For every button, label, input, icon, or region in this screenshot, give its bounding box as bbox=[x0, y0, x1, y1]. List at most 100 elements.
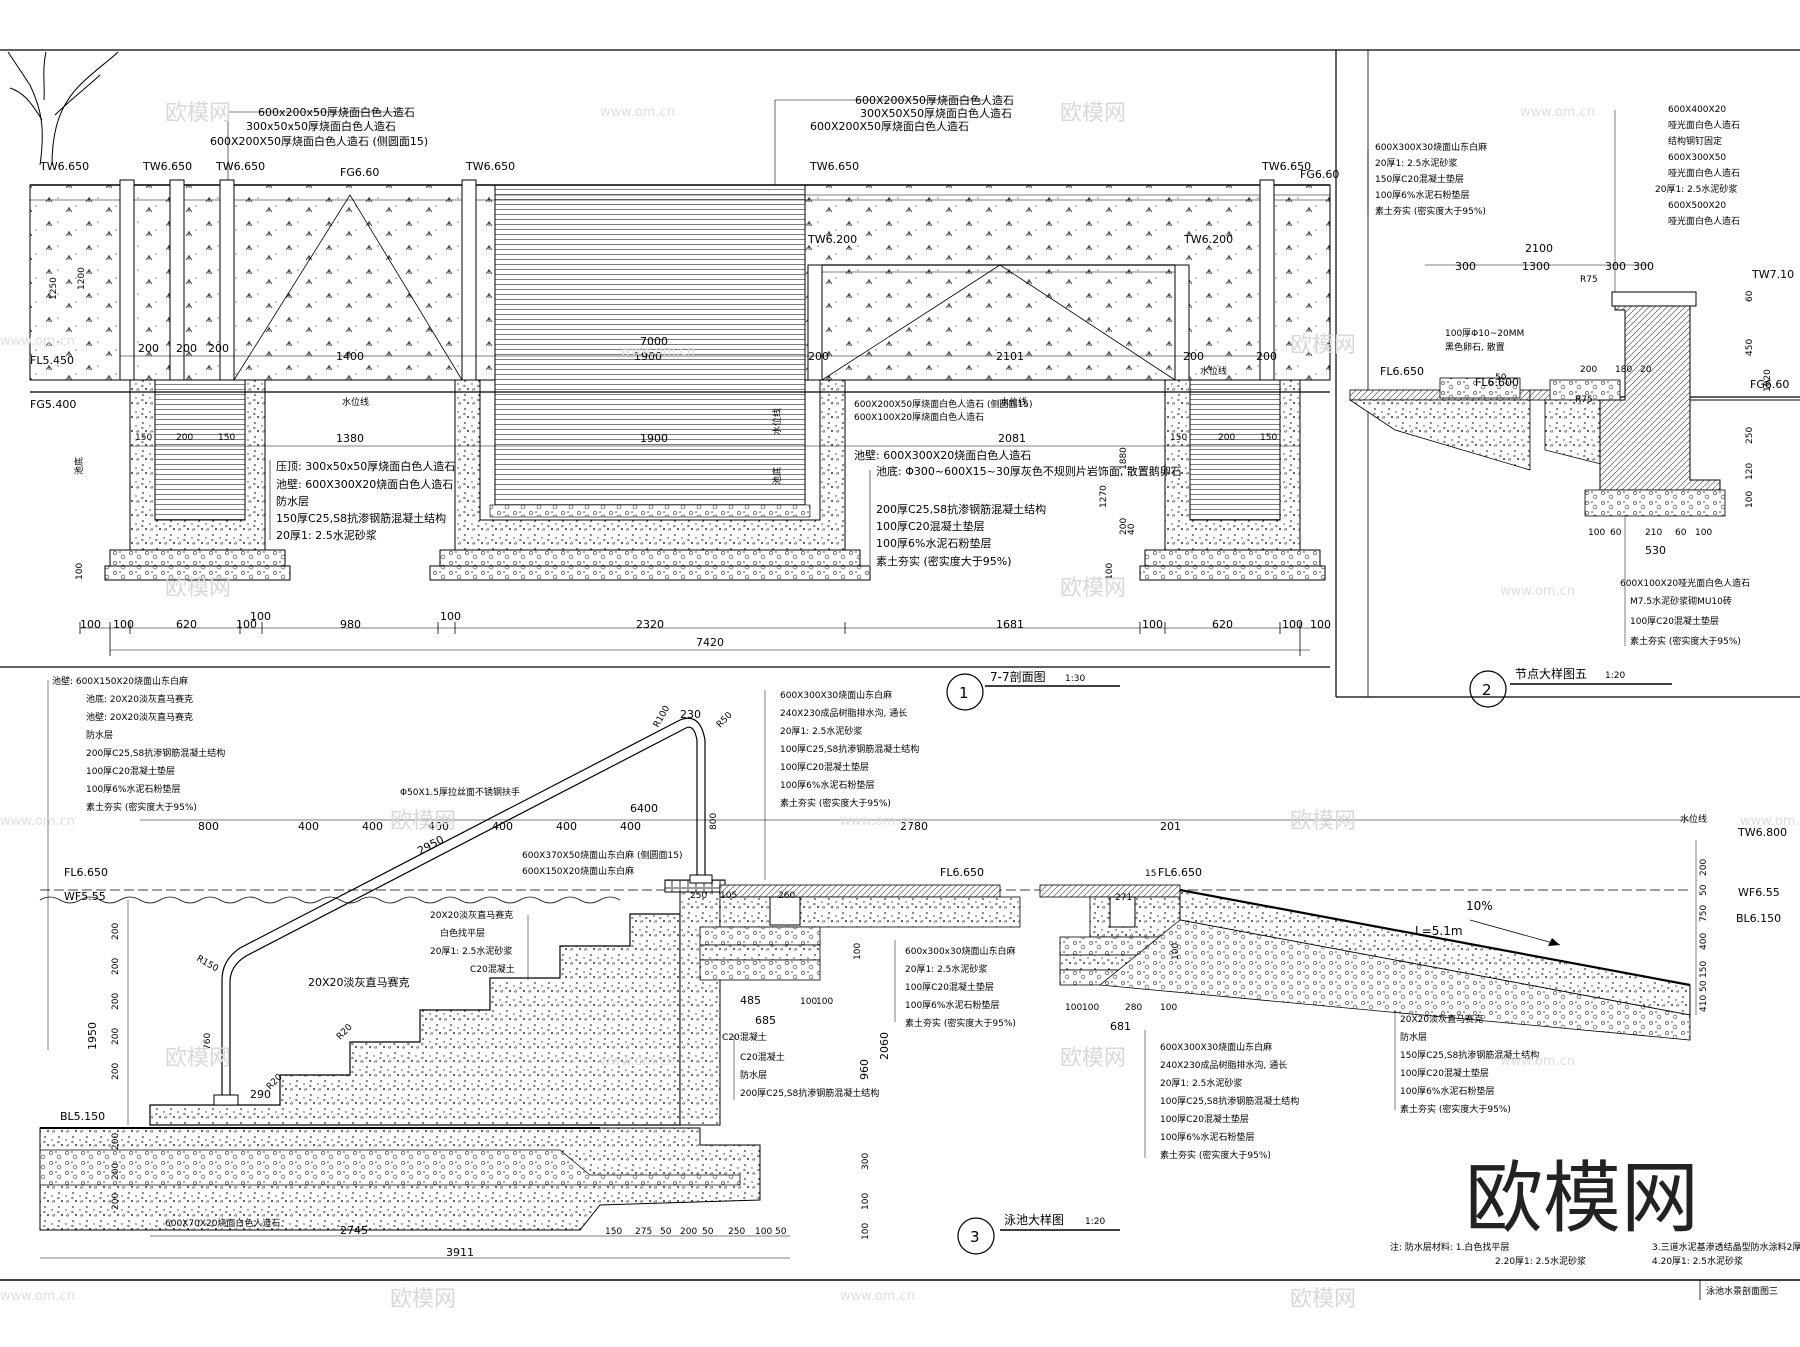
pool-callout-slope-4: 100厚C20混凝土垫层 bbox=[1400, 1067, 1489, 1079]
pool-dim-drain2-7: 271 bbox=[1115, 893, 1132, 903]
dim-upper-9: 200 bbox=[1183, 350, 1204, 363]
pool-handrail-label: Φ50X1.5厚拉丝面不锈钢扶手 bbox=[400, 786, 520, 798]
dim-bottom-9: 1681 bbox=[996, 618, 1024, 631]
wall-callout-1: 压顶: 300x50x50厚烧面白色人造石 bbox=[276, 459, 455, 473]
pool-dim-top-6: 400 bbox=[492, 820, 513, 833]
left-callout-3: 600X200X50厚烧面白色人造石 (侧圆面15) bbox=[210, 134, 428, 148]
pool-callout-stair-3: 池壁: 20X20淡灰直马赛克 bbox=[86, 711, 193, 723]
pool-callout-mid-1: 600x300x30烧面山东白麻 bbox=[905, 945, 1015, 957]
watermark-text: 欧模网 bbox=[1290, 333, 1356, 358]
dim-bottom-6: 980 bbox=[340, 618, 361, 631]
detail5-dim-bot-1: 100 bbox=[1588, 528, 1605, 538]
dim-upper-6: 1900 bbox=[634, 350, 662, 363]
pool-vdim-l-4: 200 bbox=[111, 1028, 121, 1045]
pool-elev-fl2: FL6.650 bbox=[940, 866, 984, 879]
pool-dim-rail-5: R150 bbox=[195, 954, 221, 975]
detail5-left-2: 20厚1: 2.5水泥砂浆 bbox=[1375, 157, 1457, 169]
pool-callout-steps-1: 20X20淡灰直马赛克 bbox=[430, 909, 513, 921]
pool-callout-mid-4: 100厚6%水泥石粉垫层 bbox=[905, 999, 999, 1011]
right-callout-3: 池壁: 600X300X20烧面白色人造石 bbox=[854, 448, 1031, 462]
pool-vdim-m-8: 100 bbox=[1171, 943, 1181, 960]
pool-callout-stair-5: 200厚C25,S8抗渗钢筋混凝土结构 bbox=[86, 747, 225, 759]
dim-upper-1: 200 bbox=[138, 342, 159, 355]
dim-upper-5: 7000 bbox=[640, 335, 668, 348]
section-1-scale: 1:30 bbox=[1065, 674, 1085, 684]
wall-callout-4: 150厚C25,S8抗渗钢筋混凝土结构 bbox=[276, 511, 446, 525]
pool-vdim-m-2: 960 bbox=[858, 1059, 871, 1080]
pool-vdim-l-7: 200 bbox=[111, 1133, 121, 1150]
dim-mid-6: 150 bbox=[218, 433, 235, 443]
section-1-number: 1 bbox=[959, 684, 969, 702]
pool-dim-top-3: 400 bbox=[298, 820, 319, 833]
elevation-tw-4: TW6.650 bbox=[465, 160, 515, 173]
detail5-pebble-2: 黑色卵石, 散置 bbox=[1445, 341, 1505, 353]
dim-bottom-4: 100 bbox=[236, 618, 257, 631]
pool-callout-wall-1: C20混凝土 bbox=[722, 1031, 767, 1043]
detail5-left-3: 150厚C20混凝土垫层 bbox=[1375, 173, 1464, 185]
top-callout-2: 300X50X50厚烧面白色人造石 bbox=[860, 106, 1012, 120]
pool-vdim-r-4: 400 bbox=[1699, 933, 1709, 950]
pool-callout-drain-4: 100厚C25,S8抗渗钢筋混凝土结构 bbox=[1160, 1095, 1299, 1107]
pool-bottom-label: 600X70X20烧面白色人造石 bbox=[165, 1217, 280, 1229]
pool-callout-steps-3: 20厚1: 2.5水泥砂浆 bbox=[430, 945, 512, 957]
pool-callout-drain-7: 素土夯实 (密实度大于95%) bbox=[1160, 1149, 1271, 1161]
elevation-fg-2: FG6.60 bbox=[1300, 168, 1339, 181]
pool-vdim-l-9: 200 bbox=[111, 1193, 121, 1210]
detail5-left-1: 600X300X30烧面山东白麻 bbox=[1375, 141, 1487, 153]
vdim-7: 100 bbox=[75, 563, 85, 580]
pool-vdim-m-4: 300 bbox=[861, 1153, 871, 1170]
section-3-title: 泳池大样图 bbox=[1004, 1212, 1064, 1227]
pool-vdim-l-2: 200 bbox=[111, 958, 121, 975]
dim-bottom-10: 100 bbox=[1142, 618, 1163, 631]
sheet-frame bbox=[0, 49, 1800, 1300]
detail5-dim-bot-3: 210 bbox=[1645, 528, 1662, 538]
section-3-marker-icon bbox=[957, 1217, 995, 1255]
elevation-fg-1: FG6.60 bbox=[340, 166, 379, 179]
watermark-text: 欧模网 bbox=[1060, 576, 1126, 601]
pool-label-stair-mosaic: 20X20淡灰直马赛克 bbox=[308, 975, 410, 989]
pool-dim-top-10: 201 bbox=[1160, 820, 1181, 833]
pool-dim-top-7: 400 bbox=[556, 820, 577, 833]
pool-callout-top-1: 600X300X30烧面山东白麻 bbox=[780, 689, 892, 701]
pool-callout-steps-2: 白色找平层 bbox=[440, 927, 485, 939]
pool-dim-rail-6: R20 bbox=[335, 1022, 355, 1042]
watermark-url: www.om.cn bbox=[0, 814, 75, 829]
pool-callout-top-6: 100厚6%水泥石粉垫层 bbox=[780, 779, 874, 791]
pool-dim-drain1-4: 105 bbox=[720, 891, 737, 901]
pool-dim-bot-7: 50 bbox=[702, 1227, 714, 1237]
dim-bottom-5: 100 bbox=[250, 610, 271, 623]
pool-callout-wall-3: 防水层 bbox=[740, 1069, 767, 1081]
section-pool-detail bbox=[39, 717, 1691, 1231]
dim-mid-8: 200 bbox=[1218, 433, 1235, 443]
elevation-fg-3: FG5.400 bbox=[30, 398, 76, 411]
watermark-url: www.om.cn bbox=[840, 814, 915, 829]
vdim-8: 100 bbox=[1105, 563, 1115, 580]
pool-callout-stair-4: 防水层 bbox=[86, 729, 113, 741]
detail5-left-4: 100厚6%水泥石粉垫层 bbox=[1375, 189, 1469, 201]
watermark-url: www.om.cn bbox=[1740, 814, 1800, 829]
pool-callout-steps-4: C20混凝土 bbox=[470, 963, 515, 975]
left-callout-2: 300x50x50厚烧面白色人造石 bbox=[246, 119, 396, 133]
section-7-7-labels: TW6.650 TW6.650 TW6.650 FG6.60 TW6.650 T… bbox=[30, 93, 1339, 711]
pool-vdim-l-6: 1950 bbox=[86, 1022, 99, 1050]
detail5-vdim-4: 250 bbox=[1745, 427, 1755, 444]
dim-mid-4: 150 bbox=[135, 433, 152, 443]
detail5-right-7: 600X500X20 bbox=[1668, 201, 1726, 211]
pool-slope-length: L=5.1m bbox=[1415, 924, 1463, 938]
dim-upper-8: 2101 bbox=[996, 350, 1024, 363]
top-callout-3: 600X200X50厚烧面白色人造石 bbox=[810, 119, 969, 133]
label-bottom-1: 池底 bbox=[73, 457, 85, 475]
pool-callout-wall-4: 200厚C25,S8抗渗钢筋混凝土结构 bbox=[740, 1087, 879, 1099]
pool-dim-drain2-3: 280 bbox=[1125, 1003, 1142, 1013]
pool-water-label: 水位线 bbox=[1680, 813, 1707, 825]
detail5-dim-top-2: 300 bbox=[1455, 260, 1476, 273]
pool-vdim-l-5: 200 bbox=[111, 1063, 121, 1080]
watermark-text: 欧模网 bbox=[1290, 1287, 1356, 1312]
pool-callout-slope-2: 防水层 bbox=[1400, 1031, 1427, 1043]
vdim-6: 40 bbox=[1127, 523, 1137, 535]
section-detail-5 bbox=[1348, 291, 1800, 517]
section-2-title: 节点大样图五 bbox=[1515, 666, 1587, 681]
pool-callout-drain-1: 600X300X30烧面山东白麻 bbox=[1160, 1041, 1272, 1053]
watermark-text: 欧模网 bbox=[1290, 809, 1356, 834]
pool-vdim-l-10: 760 bbox=[203, 1033, 213, 1050]
